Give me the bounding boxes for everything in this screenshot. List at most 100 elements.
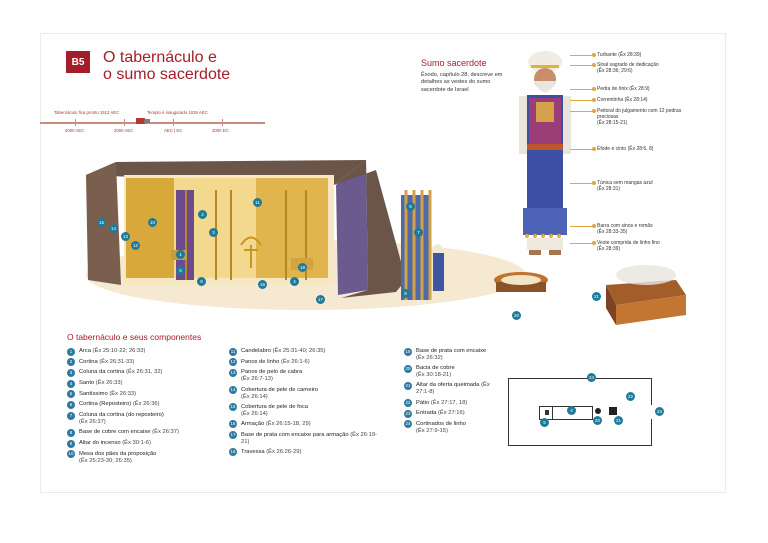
copper-basin xyxy=(494,272,548,292)
item-ref: (Êx 27:9-15) xyxy=(416,427,448,434)
plan-basin xyxy=(595,408,601,414)
label-ref: (Êx 28:15-21) xyxy=(597,120,628,126)
illustration-marker: 15 xyxy=(97,218,106,227)
item-name: Armação xyxy=(241,420,265,427)
illustration-marker: 3 xyxy=(209,228,218,237)
label-sinal-sagrado: Sinal sagrado de dedicação(Êx 28:36; 29:… xyxy=(570,62,687,74)
timeline-tick xyxy=(124,119,125,126)
illustration-marker: 13 xyxy=(121,232,130,241)
item-ref: (Êx 26:15-18, 29) xyxy=(265,420,311,427)
item-ref: (Êx 26:19-21) xyxy=(241,431,377,445)
plan-veil xyxy=(552,407,553,419)
plan-marker: 22 xyxy=(626,392,635,401)
item-number: 20 xyxy=(404,364,412,373)
item-ref: (Êx 26:33) xyxy=(95,380,123,387)
label-barra: Barra com sinos e romãs(Êx 28:33-35) xyxy=(570,223,687,235)
high-priest-figure xyxy=(519,51,571,255)
label-peitoral: Peitoral do julgamento com 12 pedras pre… xyxy=(570,108,689,126)
item-number: 11 xyxy=(229,347,237,356)
label-ref: (Êx 28:33-35) xyxy=(597,229,628,235)
plan-marker: 4 xyxy=(567,406,576,415)
item-name: Pátio xyxy=(416,399,430,406)
label-efode: Éfode e cinto (Êx 28:6, 8) xyxy=(570,146,722,152)
item-ref: (Êx 30:1-6) xyxy=(122,440,151,446)
illustration-marker: 11 xyxy=(253,198,262,207)
label-ref: (Êx 28:39) xyxy=(597,246,621,252)
item-number: 23 xyxy=(404,409,412,418)
illustration-marker: 16 xyxy=(258,280,267,289)
high-priest-title: Sumo sacerdote xyxy=(421,58,487,68)
timeline-year: 2000 EC xyxy=(212,128,229,133)
item-ref: (Êx 26:32) xyxy=(416,355,443,361)
label-pedra-onix: Pedra de ônix (Êx 28:9) xyxy=(570,86,722,92)
item-ref: (Êx 26:37) xyxy=(79,419,106,426)
item-ref: (Êx 26:36) xyxy=(132,401,160,408)
plan-marker: 5 xyxy=(540,418,549,427)
plan-entrance-gap xyxy=(650,405,652,419)
plan-marker: 23 xyxy=(655,407,664,416)
page-title: O tabernáculo e o sumo sacerdote xyxy=(103,49,273,83)
plan-marker: 24 xyxy=(587,373,596,382)
item-number: 15 xyxy=(229,403,237,412)
label-turbante: Turbante (Êx 28:39) xyxy=(570,52,722,58)
item-number: 18 xyxy=(229,448,237,457)
item-ref: (Êx 27:1-8) xyxy=(416,382,490,396)
label-ref: (Êx 28:9) xyxy=(629,86,650,92)
timeline-year: AEC | EC xyxy=(164,128,183,133)
timeline-tick xyxy=(173,119,174,126)
item-name: Coluna da cortina (do reposteiro) xyxy=(79,412,164,419)
item-number: 3 xyxy=(67,368,75,377)
label-ref: (Êx 28:31) xyxy=(597,186,621,192)
item-number: 12 xyxy=(229,358,237,367)
illustration-marker: 4 xyxy=(290,277,299,286)
lampstand xyxy=(240,236,262,268)
item-name: Altar da oferta queimada xyxy=(416,382,480,389)
illustration-marker: 10 xyxy=(148,218,157,227)
item-name: Travessa xyxy=(241,448,265,455)
item-ref: (Êx 25:31-40; 26:35) xyxy=(272,348,326,354)
item-name: Panos de linho xyxy=(241,358,280,365)
dedication-sign xyxy=(531,65,559,68)
list-item: 16 Armação (Êx 26:15-18, 29) xyxy=(229,420,379,429)
item-ref: (Êx 26:37) xyxy=(152,429,179,436)
timeline: Tabernáculo fica pronto 1512 AEC Templo … xyxy=(40,110,265,134)
altar-of-burnt-offering xyxy=(606,265,686,325)
illustration-marker: 12 xyxy=(131,241,140,250)
item-name: Santíssimo xyxy=(79,390,108,397)
item-number: 13 xyxy=(229,368,237,377)
bells-and-pomegranates xyxy=(525,234,561,238)
sash xyxy=(527,144,563,150)
timeline-axis xyxy=(40,122,265,124)
tent-covering-right xyxy=(334,160,406,298)
illustration-marker: 2 xyxy=(198,210,207,219)
item-name: Cortina xyxy=(79,358,98,365)
item-number: 21 xyxy=(404,381,412,390)
item-name: Arca xyxy=(79,348,91,354)
item-name: Panos de pelo de cabra xyxy=(241,369,303,376)
illustration-marker: 1 xyxy=(176,250,185,259)
item-name: Candelabro xyxy=(241,348,271,354)
label-ref: (Êx 28:6, 8) xyxy=(627,146,654,152)
title-line-1: O tabernáculo e xyxy=(103,49,217,66)
illustration-marker: 21 xyxy=(592,292,601,301)
plan-ark xyxy=(545,410,549,415)
timeline-tick xyxy=(75,119,76,126)
foot xyxy=(549,250,561,255)
item-name: Base de prata com encaixe para armação xyxy=(241,431,349,438)
item-number: 16 xyxy=(229,420,237,429)
item-ref: (Êx 26:26-29) xyxy=(266,448,302,455)
item-ref: (Êx 25:23-30; 26:35) xyxy=(79,457,132,464)
hem xyxy=(523,208,567,235)
item-number: 9 xyxy=(67,439,75,448)
